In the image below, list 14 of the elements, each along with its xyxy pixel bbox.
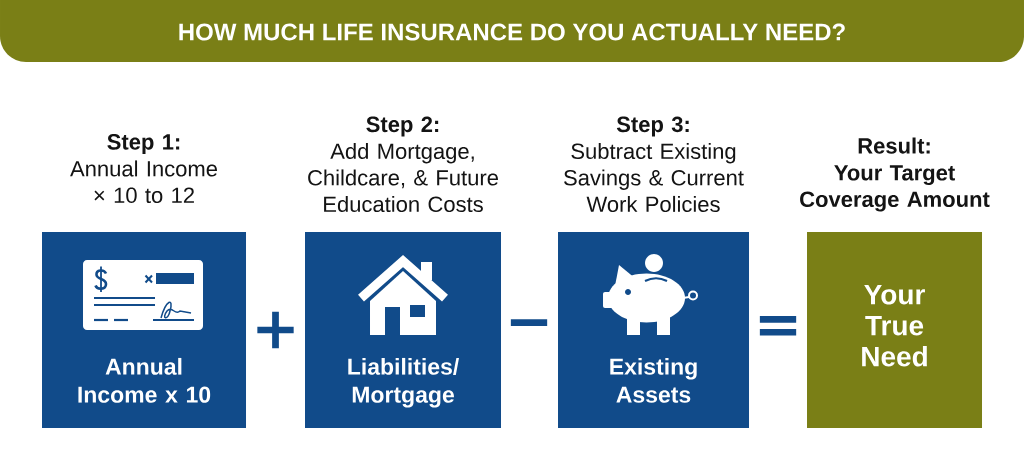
title-banner: HOW MUCH LIFE INSURANCE DO YOU ACTUALLY NEED? xyxy=(0,0,1024,62)
heading-text: Result: xyxy=(858,137,930,154)
heading-text: Step 1: xyxy=(107,134,180,154)
plus-sign: + xyxy=(257,311,294,349)
description-text: Annual Income × 10 to 12 xyxy=(70,160,217,204)
heading-text: Step 3: xyxy=(616,116,689,137)
description-text: Subtract Existing Savings & Current Work Policies xyxy=(564,142,744,213)
equals-sign: = xyxy=(759,316,797,336)
label-box: Existing Assets xyxy=(558,232,749,428)
description-text: Add Mortgage, Childcare, & Future Education Costs xyxy=(308,142,498,213)
label-box: Your True Need xyxy=(807,232,982,428)
minus-sign: − xyxy=(510,319,548,326)
description-text: Your Target Coverage Amount xyxy=(800,165,990,212)
heading-text: Step 2: xyxy=(366,116,439,137)
